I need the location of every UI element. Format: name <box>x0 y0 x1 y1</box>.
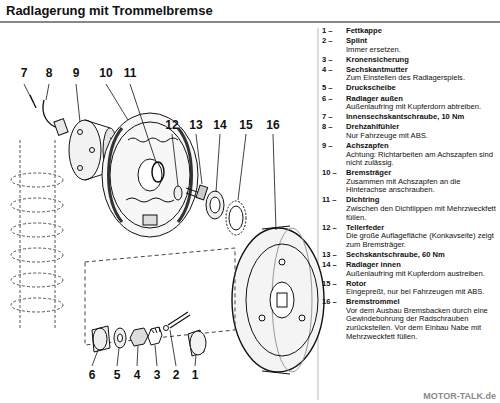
parts-list-item: 4 –SechskantmutterZum Einstellen des Rad… <box>322 66 496 83</box>
callout-number: 2 <box>173 368 180 382</box>
part-name: Fettkappe <box>346 27 496 36</box>
item-number: 16 – <box>322 298 346 341</box>
parts-list-item: 16 –BremstrommelVor dem Ausbau Bremsback… <box>322 298 496 341</box>
item-text: SplintImmer ersetzen. <box>346 37 496 54</box>
part-note: Eingepreßt, nur bei Fahrzeugen mit ABS. <box>346 288 496 297</box>
item-text: SechskantmutterZum Einstellen des Radlag… <box>346 66 496 83</box>
parts-list-item: 11 –DichtringZwischen den Dichtlippen mi… <box>322 196 496 222</box>
callout-number: 12 <box>165 118 178 132</box>
item-text: BremstrommelVor dem Ausbau Bremsbacken d… <box>346 298 496 341</box>
part-name: Sechskantschraube, 60 Nm <box>346 251 496 260</box>
part-note: Zwischen den Dichtlippen mit Mehrzweckfe… <box>346 205 496 222</box>
parts-list-item: 10 –BremsträgerZusammen mit Achszapfen a… <box>322 169 496 195</box>
callout-number: 4 <box>134 368 141 382</box>
part-note: Achtung: Richtarbeiten am Achszapfen sin… <box>346 151 496 168</box>
item-number: 13 – <box>322 251 346 260</box>
part-note: Die große Auflagefläche (Konkavseite) ze… <box>346 232 496 249</box>
item-text: Innensechskantschraube, 10 Nm <box>346 113 496 122</box>
item-number: 5 – <box>322 84 346 93</box>
part-name: Kronensicherung <box>346 56 496 65</box>
callout-number: 11 <box>124 66 137 80</box>
part-note: Vor dem Ausbau Bremsbacken durch eine Ge… <box>346 307 496 341</box>
part-note: Außenlaufring mit Kupferdorn austreiben. <box>346 270 496 279</box>
parts-list-item: 9 –AchszapfenAchtung: Richtarbeiten am A… <box>322 142 496 168</box>
item-number: 2 – <box>322 37 346 54</box>
callout-number: 14 <box>213 118 226 132</box>
watermark: MOTOR-TALK.de <box>423 391 496 401</box>
item-number: 9 – <box>322 142 346 168</box>
illustration <box>0 22 500 400</box>
item-number: 14 – <box>322 261 346 278</box>
parts-list-item: 3 –Kronensicherung <box>322 56 496 65</box>
callout-number: 3 <box>154 368 161 382</box>
callout-number: 6 <box>89 368 96 382</box>
part-name: Bremsträger <box>346 169 496 178</box>
callout-number: 7 <box>21 66 28 80</box>
item-number: 3 – <box>322 56 346 65</box>
part-name: Radlager innen <box>346 261 496 270</box>
part-note: Nur Fahrzeuge mit ABS. <box>346 132 496 141</box>
part-name: Achszapfen <box>346 142 496 151</box>
part-name: Dichtring <box>346 196 496 205</box>
parts-list-item: 15 –RotorEingepreßt, nur bei Fahrzeugen … <box>322 280 496 297</box>
part-name: Innensechskantschraube, 10 Nm <box>346 113 496 122</box>
callout-number: 16 <box>266 118 279 132</box>
callout-number: 8 <box>46 66 53 80</box>
part-name: Bremstrommel <box>346 298 496 307</box>
callout-number: 15 <box>239 118 252 132</box>
item-text: Sechskantschraube, 60 Nm <box>346 251 496 260</box>
item-number: 15 – <box>322 280 346 297</box>
part-name: Rotor <box>346 280 496 289</box>
item-text: DrehzahlfühlerNur Fahrzeuge mit ABS. <box>346 123 496 140</box>
item-text: Radlager innenAußenlaufring mit Kupferdo… <box>346 261 496 278</box>
item-text: Fettkappe <box>346 27 496 36</box>
item-text: TellerfederDie große Auflagefläche (Konk… <box>346 224 496 250</box>
parts-list-item: 5 –Druckscheibe <box>322 84 496 93</box>
title: Radlagerung mit Trommelbremse <box>6 3 213 19</box>
parts-list-item: 13 –Sechskantschraube, 60 Nm <box>322 251 496 260</box>
item-text: Radlager außenAußenlaufring mit Kupferdo… <box>346 95 496 112</box>
part-note: Außenlaufring mit Kupferdorn abtreiben. <box>346 103 496 112</box>
item-text: Kronensicherung <box>346 56 496 65</box>
parts-list-item: 8 –DrehzahlfühlerNur Fahrzeuge mit ABS. <box>322 123 496 140</box>
item-text: DichtringZwischen den Dichtlippen mit Me… <box>346 196 496 222</box>
callout-number: 13 <box>189 118 202 132</box>
callout-number: 9 <box>73 66 80 80</box>
parts-list-item: 7 –Innensechskantschraube, 10 Nm <box>322 113 496 122</box>
part-name: Splint <box>346 37 496 46</box>
parts-list-item: 14 –Radlager innenAußenlaufring mit Kupf… <box>322 261 496 278</box>
item-number: 10 – <box>322 169 346 195</box>
parts-list: 1 –Fettkappe2 –SplintImmer ersetzen.3 –K… <box>322 27 496 343</box>
part-name: Sechskantmutter <box>346 66 496 75</box>
item-number: 7 – <box>322 113 346 122</box>
item-number: 11 – <box>322 196 346 222</box>
parts-list-item: 12 –TellerfederDie große Auflagefläche (… <box>322 224 496 250</box>
item-number: 12 – <box>322 224 346 250</box>
item-number: 4 – <box>322 66 346 83</box>
item-text: BremsträgerZusammen mit Achszapfen an di… <box>346 169 496 195</box>
callout-number: 5 <box>114 368 121 382</box>
item-number: 1 – <box>322 27 346 36</box>
parts-list-item: 1 –Fettkappe <box>322 27 496 36</box>
item-text: AchszapfenAchtung: Richtarbeiten am Achs… <box>346 142 496 168</box>
item-text: Druckscheibe <box>346 84 496 93</box>
parts-list-item: 2 –SplintImmer ersetzen. <box>322 37 496 54</box>
parts-list-item: 6 –Radlager außenAußenlaufring mit Kupfe… <box>322 95 496 112</box>
part-note: Immer ersetzen. <box>346 46 496 55</box>
part-name: Tellerfeder <box>346 224 496 233</box>
item-number: 8 – <box>322 123 346 140</box>
item-text: RotorEingepreßt, nur bei Fahrzeugen mit … <box>346 280 496 297</box>
part-note: Zusammen mit Achszapfen an die Hinterach… <box>346 178 496 195</box>
item-number: 6 – <box>322 95 346 112</box>
part-name: Drehzahlfühler <box>346 123 496 132</box>
callout-number: 10 <box>99 66 112 80</box>
part-note: Zum Einstellen des Radlagerspiels. <box>346 74 496 83</box>
part-name: Radlager außen <box>346 95 496 104</box>
part-name: Druckscheibe <box>346 84 496 93</box>
callout-number: 1 <box>192 368 199 382</box>
